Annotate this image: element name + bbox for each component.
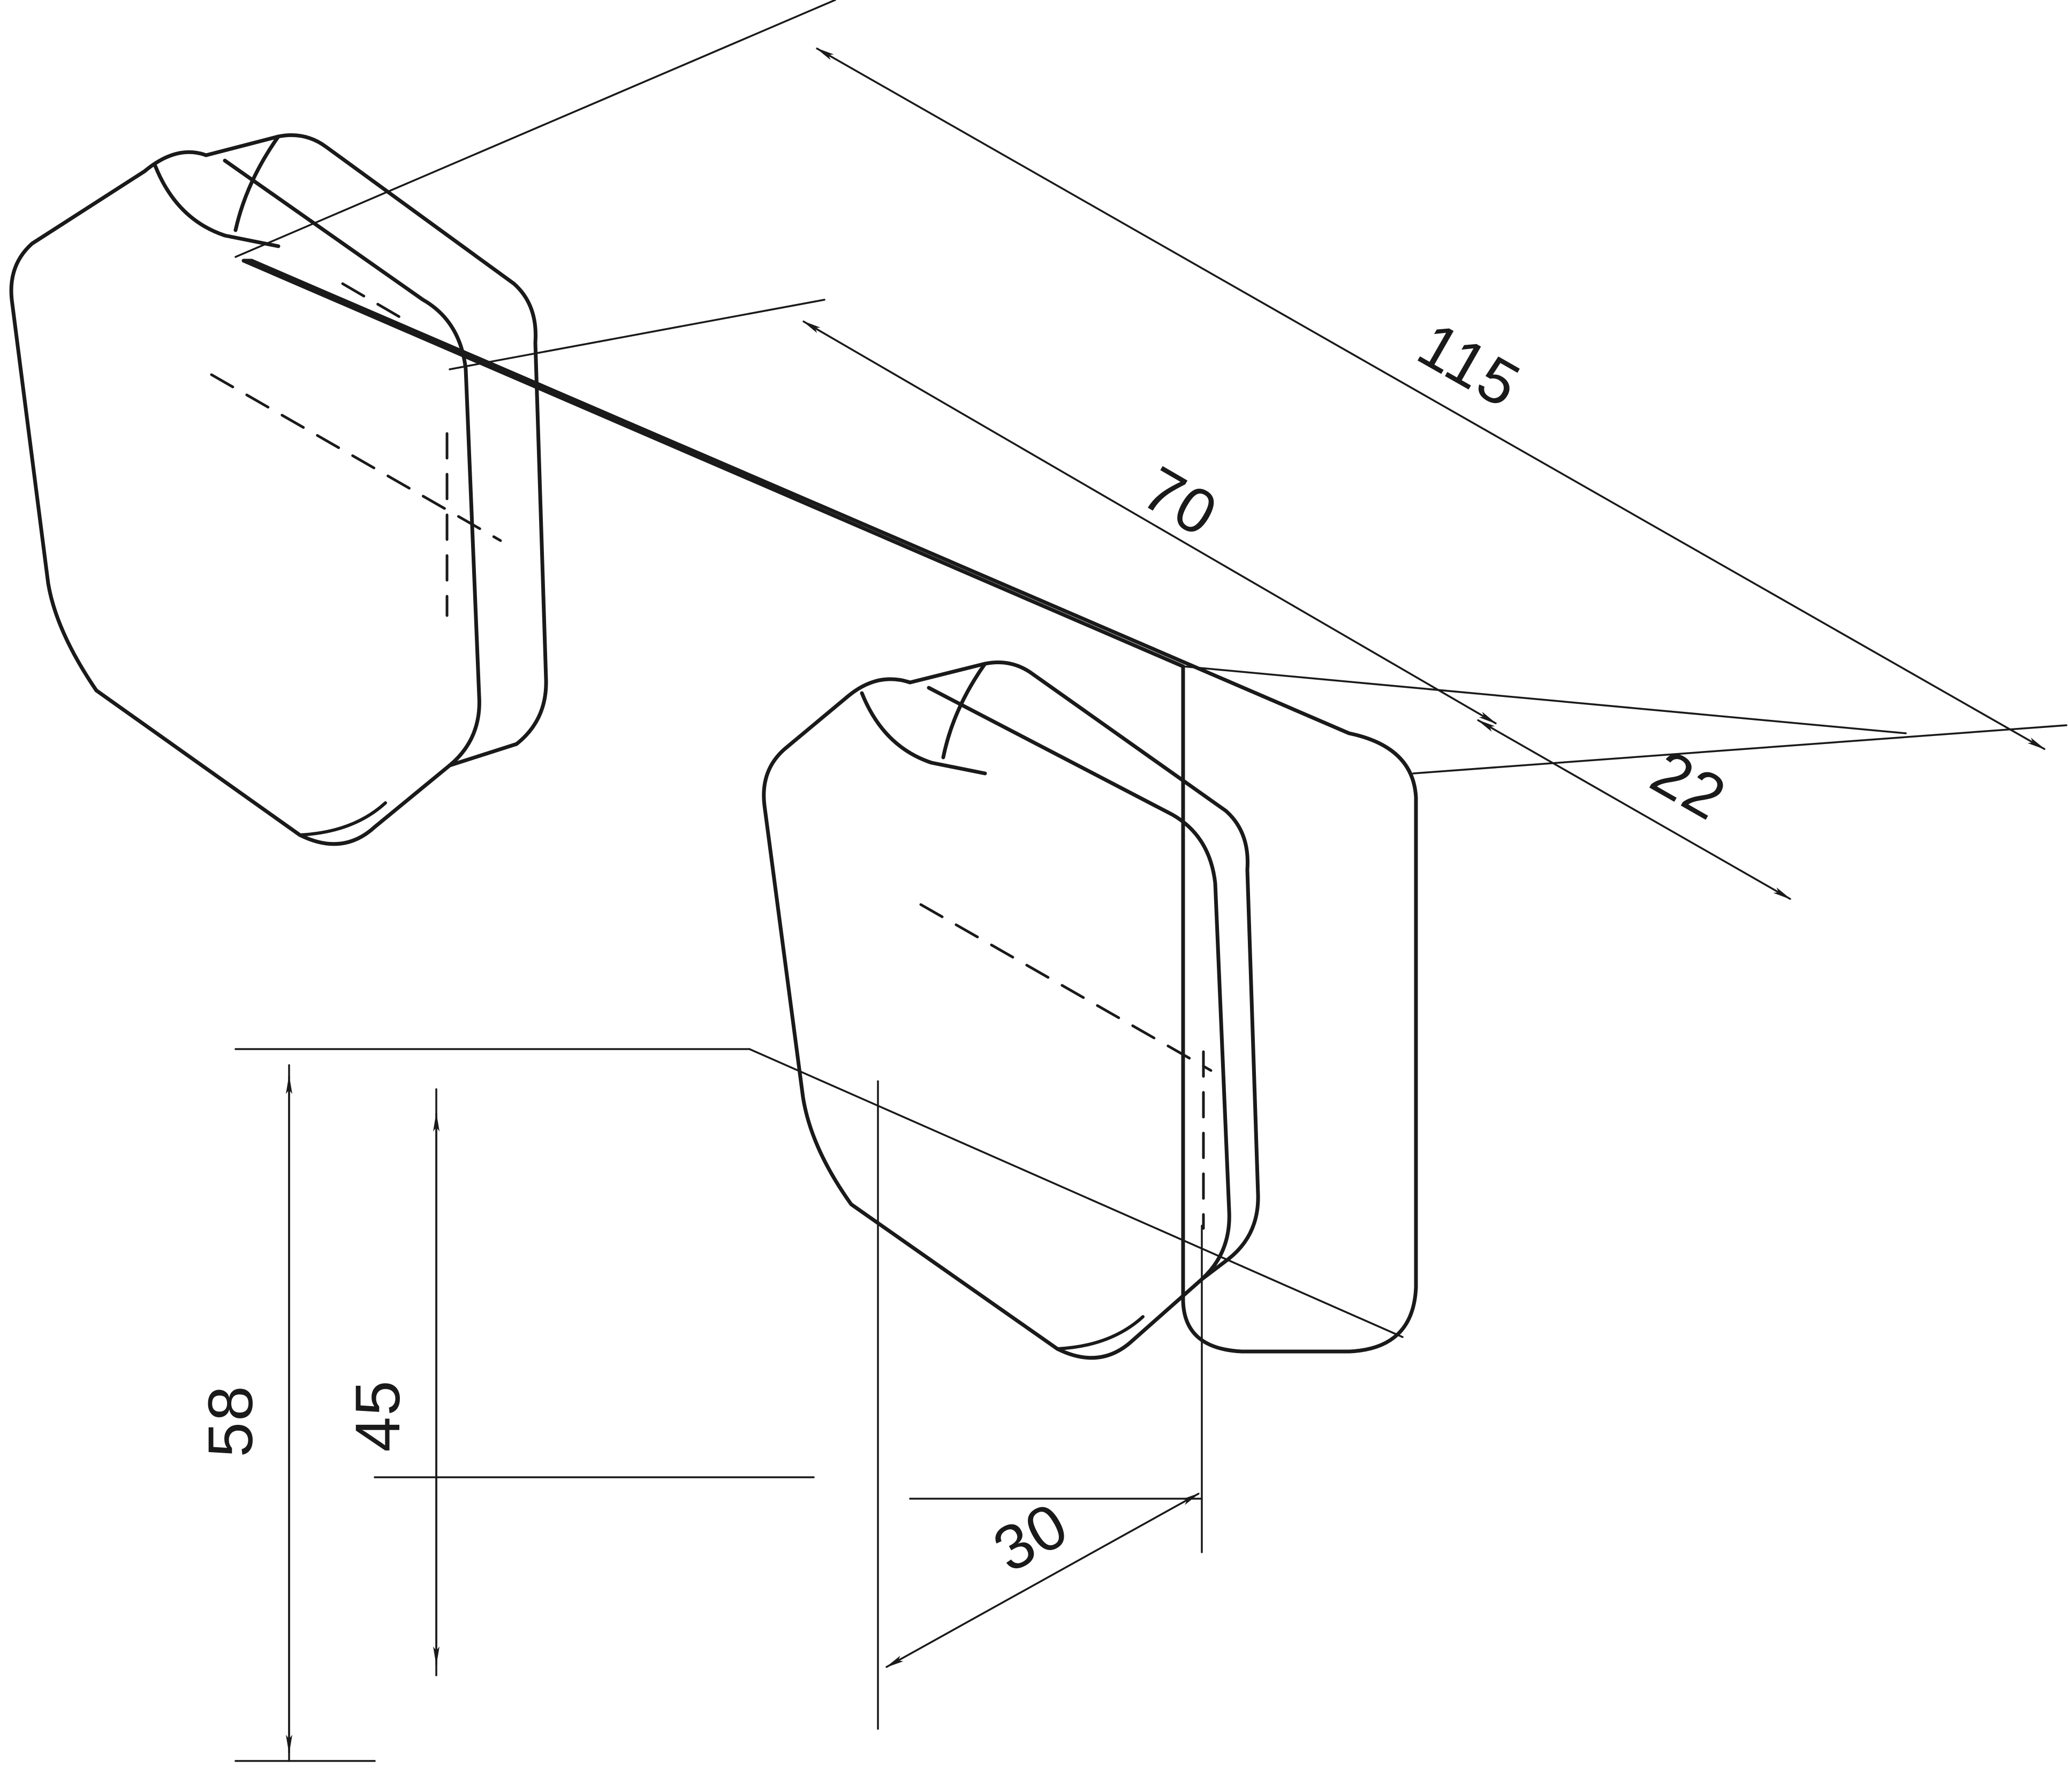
dimension-label-115: 115 <box>1406 309 1532 422</box>
dimline-22 <box>1476 719 1792 900</box>
back-plate <box>241 259 1418 1354</box>
dimension-label-45: 45 <box>343 1379 413 1452</box>
dimline-30 <box>885 1492 1200 1668</box>
dimension-lines <box>286 47 2046 1754</box>
dimline-115 <box>815 47 2046 750</box>
hidden-edges <box>210 282 1213 1230</box>
hook-left <box>9 133 548 846</box>
dimension-label-30: 30 <box>982 1489 1080 1586</box>
dimension-label-70: 70 <box>1131 453 1229 550</box>
projection-lines <box>234 0 2067 1762</box>
dimension-labels: 115 70 22 58 45 30 <box>195 309 1738 1586</box>
dimline-70 <box>802 320 1497 725</box>
dimension-label-58: 58 <box>195 1385 266 1457</box>
